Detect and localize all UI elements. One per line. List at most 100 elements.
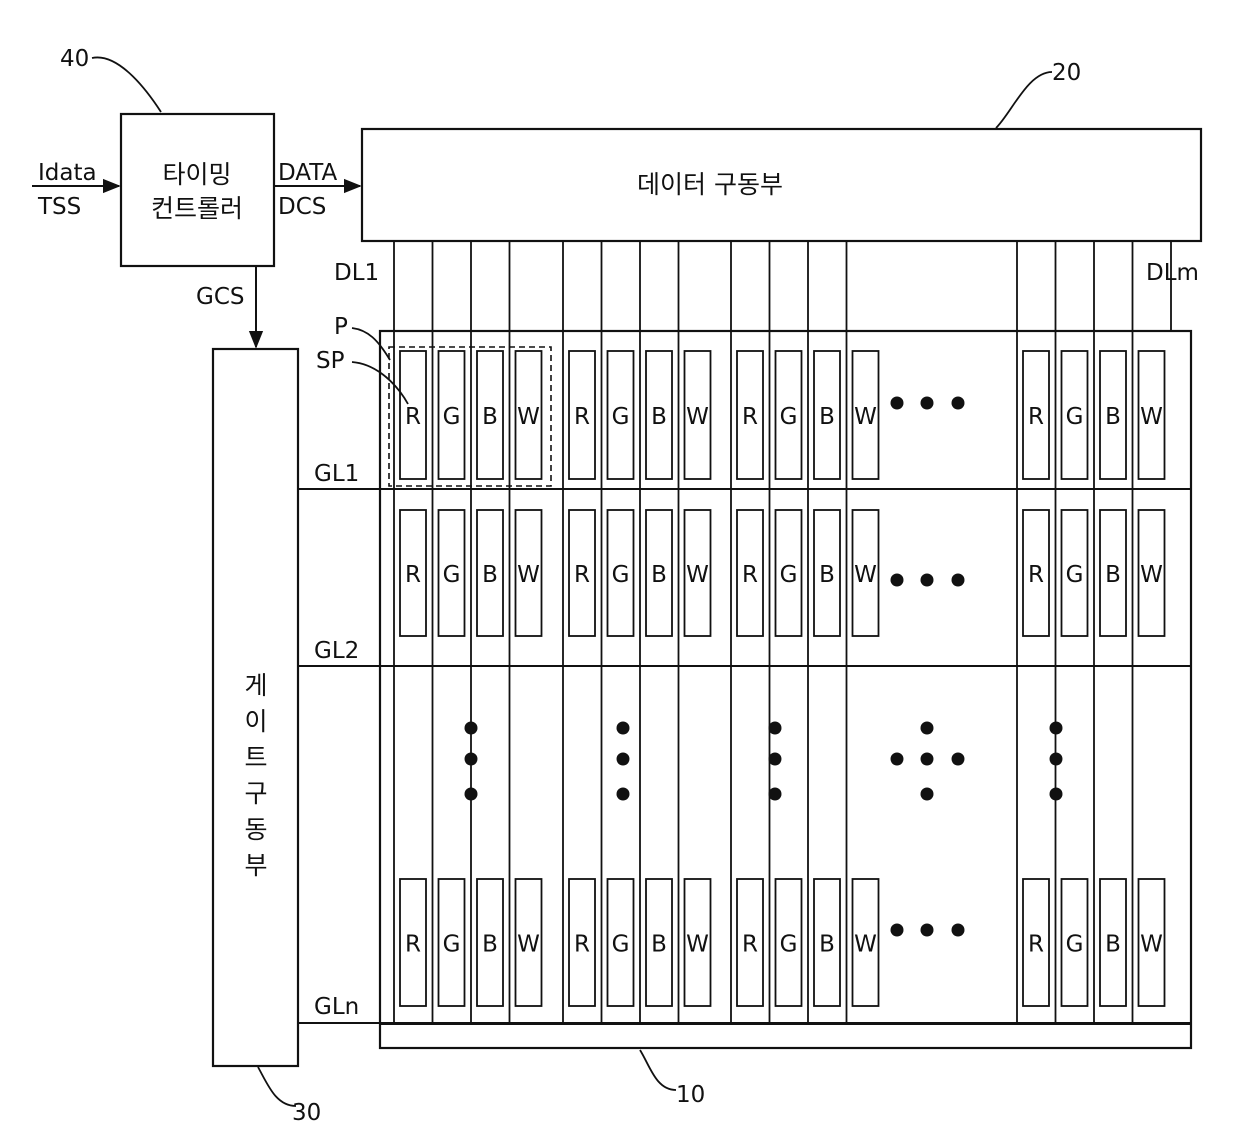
- sub-pixel-letter: W: [1140, 404, 1163, 430]
- sub-pixel-letter: B: [651, 404, 667, 430]
- sub-pixel-letter: W: [1140, 932, 1163, 958]
- ellipsis-dot: [617, 753, 630, 766]
- sub-pixel-letter: G: [443, 404, 461, 430]
- sub-pixel-cell: R: [1023, 351, 1049, 479]
- sub-pixel-cell: R: [737, 879, 763, 1006]
- sub-pixel-letter: W: [686, 932, 709, 958]
- sub-pixel-cell: G: [776, 879, 802, 1006]
- sub-pixel-letter: B: [1105, 562, 1121, 588]
- sub-pixel-letter: G: [612, 404, 630, 430]
- sub-pixel-cell: W: [853, 510, 879, 636]
- sub-pixel-cell: W: [516, 510, 542, 636]
- gate-driver-char: 동: [244, 815, 267, 844]
- sub-pixel-letter: G: [1066, 932, 1084, 958]
- subpixel-label: SP: [316, 348, 345, 374]
- sub-pixel-letter: G: [1066, 562, 1084, 588]
- sub-pixel-letter: B: [651, 932, 667, 958]
- ellipsis-dot: [891, 574, 904, 587]
- sub-pixel-cell: R: [569, 351, 595, 479]
- sub-pixel-cell: G: [439, 351, 465, 479]
- sub-pixel-letter: B: [819, 932, 835, 958]
- sub-pixel-letter: R: [1028, 932, 1044, 958]
- sub-pixel-cell: B: [646, 879, 672, 1006]
- sub-pixel-cell: B: [477, 879, 503, 1006]
- ellipsis-dot: [465, 753, 478, 766]
- ref-leader-40: [92, 57, 161, 112]
- ellipsis-dot: [617, 722, 630, 735]
- ellipsis-dot: [921, 753, 934, 766]
- ref-leader-20: [996, 72, 1052, 128]
- gate-driver-char: 구: [244, 779, 267, 808]
- sub-pixel-letter: W: [517, 404, 540, 430]
- sub-pixel-cell: B: [1100, 879, 1126, 1006]
- data-line-label-last: DLm: [1146, 260, 1199, 286]
- sub-pixel-letter: R: [742, 404, 758, 430]
- sub-pixel-cell: R: [400, 510, 426, 636]
- ellipsis-dot: [921, 722, 934, 735]
- sub-pixel-letter: R: [742, 562, 758, 588]
- sub-pixel-cell: G: [608, 879, 634, 1006]
- ellipsis-dot: [952, 924, 965, 937]
- sub-pixel-letter: G: [780, 932, 798, 958]
- ellipsis-dot: [617, 788, 630, 801]
- gate-driver-char: 트: [244, 743, 267, 772]
- ref-number-10: 10: [676, 1082, 705, 1108]
- sub-pixel-letter: G: [780, 562, 798, 588]
- gate-driver-char: 이: [244, 707, 267, 736]
- sub-pixel-cell: B: [646, 510, 672, 636]
- sub-pixel-cell: W: [516, 879, 542, 1006]
- input-signal-tss: TSS: [37, 194, 81, 220]
- sub-pixel-letter: R: [574, 562, 590, 588]
- input-signal-idata: Idata: [38, 160, 97, 186]
- sub-pixel-letter: B: [819, 562, 835, 588]
- pixel-leader: [352, 328, 390, 360]
- data-driver-label: 데이터 구동부: [637, 170, 783, 199]
- sub-pixel-cell: B: [1100, 510, 1126, 636]
- sub-pixel-cell: R: [737, 510, 763, 636]
- ellipsis-dot: [952, 753, 965, 766]
- sub-pixel-letter: W: [686, 404, 709, 430]
- sub-pixel-letter: W: [854, 404, 877, 430]
- sub-pixel-letter: W: [686, 562, 709, 588]
- sub-pixel-cell: R: [400, 351, 426, 479]
- sub-pixel-letter: B: [1105, 932, 1121, 958]
- gate-line-label: GLn: [314, 994, 359, 1020]
- ellipsis-dot: [921, 574, 934, 587]
- sub-pixel-cell: W: [685, 351, 711, 479]
- sub-pixel-letter: R: [1028, 562, 1044, 588]
- output-signal-data: DATA: [278, 160, 338, 186]
- ellipsis-dot: [1050, 753, 1063, 766]
- sub-pixel-cell: W: [853, 879, 879, 1006]
- sub-pixel-letter: G: [612, 932, 630, 958]
- sub-pixel-cell: G: [1062, 510, 1088, 636]
- sub-pixel-cell: G: [608, 510, 634, 636]
- sub-pixel-cell: W: [685, 510, 711, 636]
- sub-pixel-letter: G: [443, 932, 461, 958]
- sub-pixel-cell: B: [814, 351, 840, 479]
- ellipsis-dot: [891, 397, 904, 410]
- ellipsis-dot: [465, 722, 478, 735]
- timing-controller-label-line2: 컨트롤러: [151, 194, 243, 223]
- sub-pixel-letter: W: [854, 562, 877, 588]
- ellipsis-dot: [769, 788, 782, 801]
- sub-pixel-cell: R: [569, 510, 595, 636]
- gate-line-label: GL1: [314, 461, 359, 487]
- sub-pixel-letter: B: [1105, 404, 1121, 430]
- sub-pixel-letter: B: [482, 932, 498, 958]
- sub-pixel-cell: R: [569, 879, 595, 1006]
- ref-number-20: 20: [1052, 60, 1081, 86]
- sub-pixel-cell: R: [737, 351, 763, 479]
- sub-pixel-cell: G: [1062, 879, 1088, 1006]
- sub-pixel-cell: W: [516, 351, 542, 479]
- ellipsis-dot: [921, 397, 934, 410]
- ref-number-30: 30: [292, 1100, 321, 1126]
- sub-pixel-letter: W: [1140, 562, 1163, 588]
- gate-control-signal: GCS: [196, 284, 244, 310]
- ref-leader-30: [258, 1067, 296, 1106]
- ellipsis-dot: [921, 788, 934, 801]
- sub-pixel-cell: W: [853, 351, 879, 479]
- ellipsis-dot: [952, 574, 965, 587]
- output-signal-dcs: DCS: [278, 194, 326, 220]
- sub-pixel-letter: R: [405, 932, 421, 958]
- sub-pixel-letter: R: [574, 404, 590, 430]
